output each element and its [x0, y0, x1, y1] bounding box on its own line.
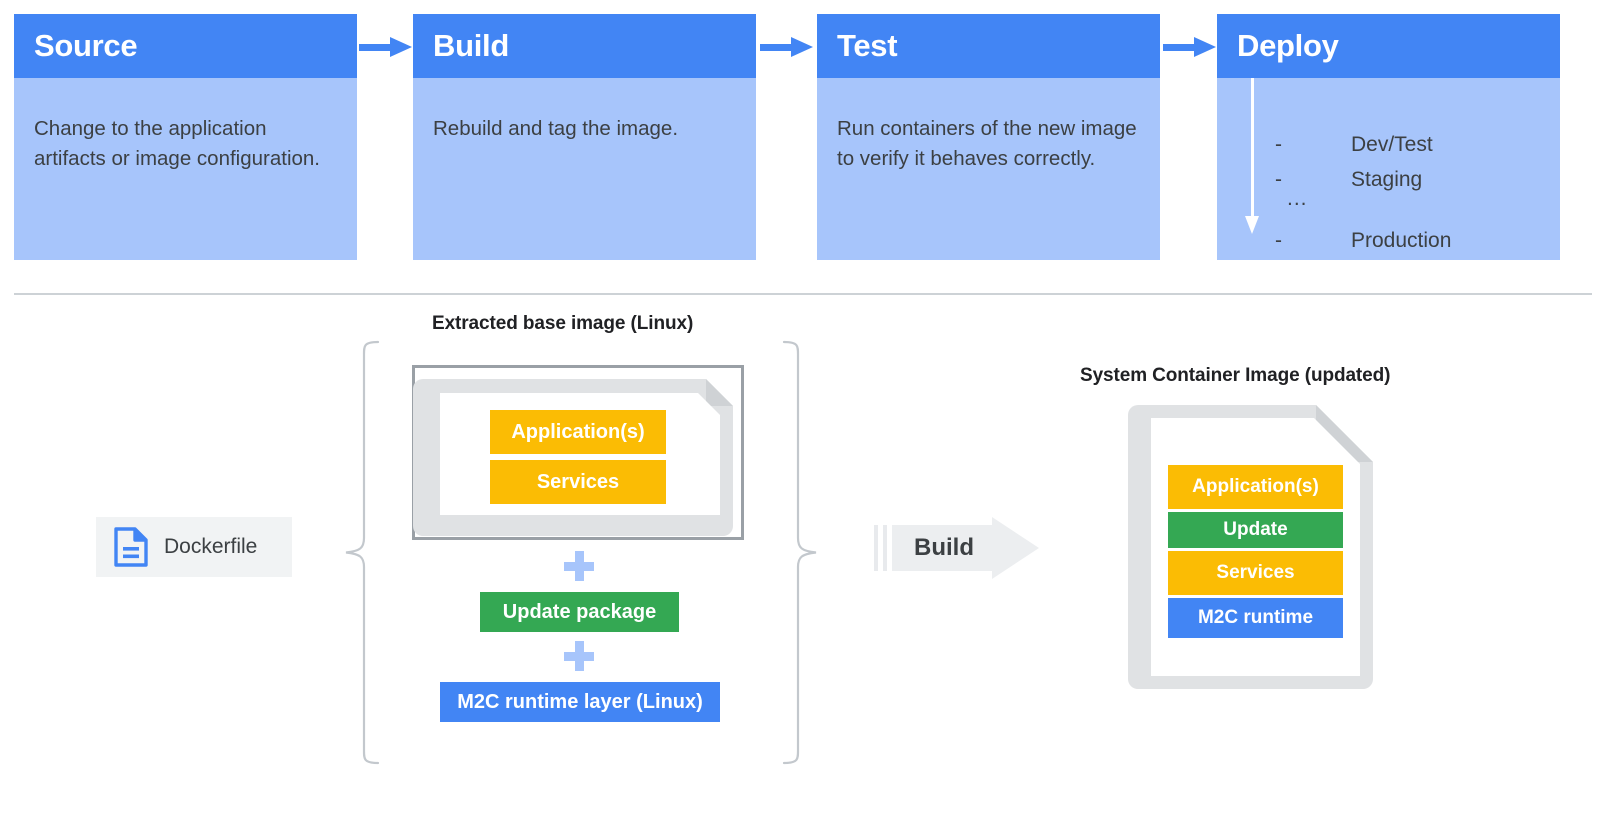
- list-item-label: Staging: [1351, 168, 1423, 191]
- arrow-right-icon: [1163, 37, 1219, 57]
- pipeline-stage-deploy[interactable]: Deploy - Dev/Test - Staging ... - Produc…: [1217, 14, 1560, 260]
- layer-update-package: Update package: [480, 592, 679, 632]
- base-image-layer-stack: Application(s) Services: [490, 410, 666, 504]
- list-bullet-dash: -: [1275, 229, 1282, 252]
- arrow-head: [390, 37, 412, 57]
- plus-vertical-bar: [574, 551, 584, 581]
- list-ellipsis-row: ...: [1265, 187, 1525, 223]
- layer-applications: Application(s): [1168, 465, 1343, 509]
- list-item: - Staging: [1265, 162, 1525, 197]
- list-item-label: Production: [1351, 229, 1452, 252]
- base-image-document: Application(s) Services: [412, 365, 744, 540]
- stage-title-source: Source: [34, 28, 138, 63]
- list-item: - Dev/Test: [1265, 127, 1525, 162]
- build-arrow: Build: [874, 517, 1039, 579]
- stage-title-build: Build: [433, 28, 509, 63]
- caption-system-container-image: System Container Image (updated): [1080, 365, 1391, 386]
- stage-header-test: Test: [817, 14, 1160, 78]
- image-build-diagram: Extracted base image (Linux) System Cont…: [0, 300, 1606, 822]
- layer-m2c-runtime: M2C runtime: [1168, 598, 1343, 638]
- arrow-right-icon: [359, 37, 415, 57]
- list-item-label: Dev/Test: [1351, 133, 1433, 156]
- grouping-brace-right: [782, 340, 818, 765]
- file-document-icon: [114, 527, 148, 567]
- stage-description-build: Rebuild and tag the image.: [433, 117, 679, 140]
- layer-applications: Application(s): [490, 410, 666, 454]
- caption-extracted-base-image: Extracted base image (Linux): [432, 313, 694, 334]
- arrow-shaft: [1251, 78, 1254, 220]
- stage-title-deploy: Deploy: [1237, 28, 1339, 63]
- list-bullet-dash: -: [1275, 168, 1282, 191]
- stage-description-test: Run containers of the new image to verif…: [837, 117, 1137, 170]
- arrow-shaft: [359, 44, 393, 51]
- list-bullet-dash: -: [1275, 133, 1282, 156]
- arrow-right-icon: [760, 37, 816, 57]
- arrow-shaft: [1163, 44, 1197, 51]
- layer-update: Update: [1168, 512, 1343, 548]
- layer-services: Services: [1168, 551, 1343, 595]
- result-layer-stack: Application(s) Update Services M2C runti…: [1168, 465, 1343, 638]
- layer-services: Services: [490, 460, 666, 504]
- stage-body-source: Change to the application artifacts or i…: [14, 78, 357, 260]
- build-arrow-label: Build: [914, 534, 974, 561]
- layer-m2c-runtime: M2C runtime layer (Linux): [440, 682, 720, 722]
- stage-header-build: Build: [413, 14, 756, 78]
- plus-icon: [564, 551, 594, 581]
- arrow-head: [791, 37, 813, 57]
- result-image-document: Application(s) Update Services M2C runti…: [1128, 405, 1383, 689]
- pipeline-section: Source Change to the application artifac…: [0, 0, 1606, 262]
- ellipsis-label: ...: [1287, 187, 1308, 210]
- plus-icon: [564, 641, 594, 671]
- deploy-environment-list: - Dev/Test - Staging ... - Production: [1265, 127, 1525, 258]
- stage-body-test: Run containers of the new image to verif…: [817, 78, 1160, 260]
- stage-header-deploy: Deploy: [1217, 14, 1560, 78]
- arrow-head: [1194, 37, 1216, 57]
- arrow-down-icon: [1242, 78, 1264, 238]
- stage-title-test: Test: [837, 28, 898, 63]
- arrow-head: [1245, 216, 1259, 234]
- stage-body-build: Rebuild and tag the image.: [413, 78, 756, 260]
- grouping-brace-left: [344, 340, 380, 765]
- pipeline-stage-source[interactable]: Source Change to the application artifac…: [14, 14, 357, 260]
- dockerfile-label: Dockerfile: [164, 535, 258, 558]
- stage-description-source: Change to the application artifacts or i…: [34, 117, 320, 170]
- stage-header-source: Source: [14, 14, 357, 78]
- stage-body-deploy: [1217, 78, 1560, 260]
- section-divider: [14, 293, 1592, 295]
- dockerfile-chip[interactable]: Dockerfile: [96, 517, 292, 577]
- pipeline-stage-build[interactable]: Build Rebuild and tag the image.: [413, 14, 756, 260]
- list-item: - Production: [1265, 223, 1525, 258]
- plus-vertical-bar: [574, 641, 584, 671]
- pipeline-stage-test[interactable]: Test Run containers of the new image to …: [817, 14, 1160, 260]
- arrow-shaft: [760, 44, 794, 51]
